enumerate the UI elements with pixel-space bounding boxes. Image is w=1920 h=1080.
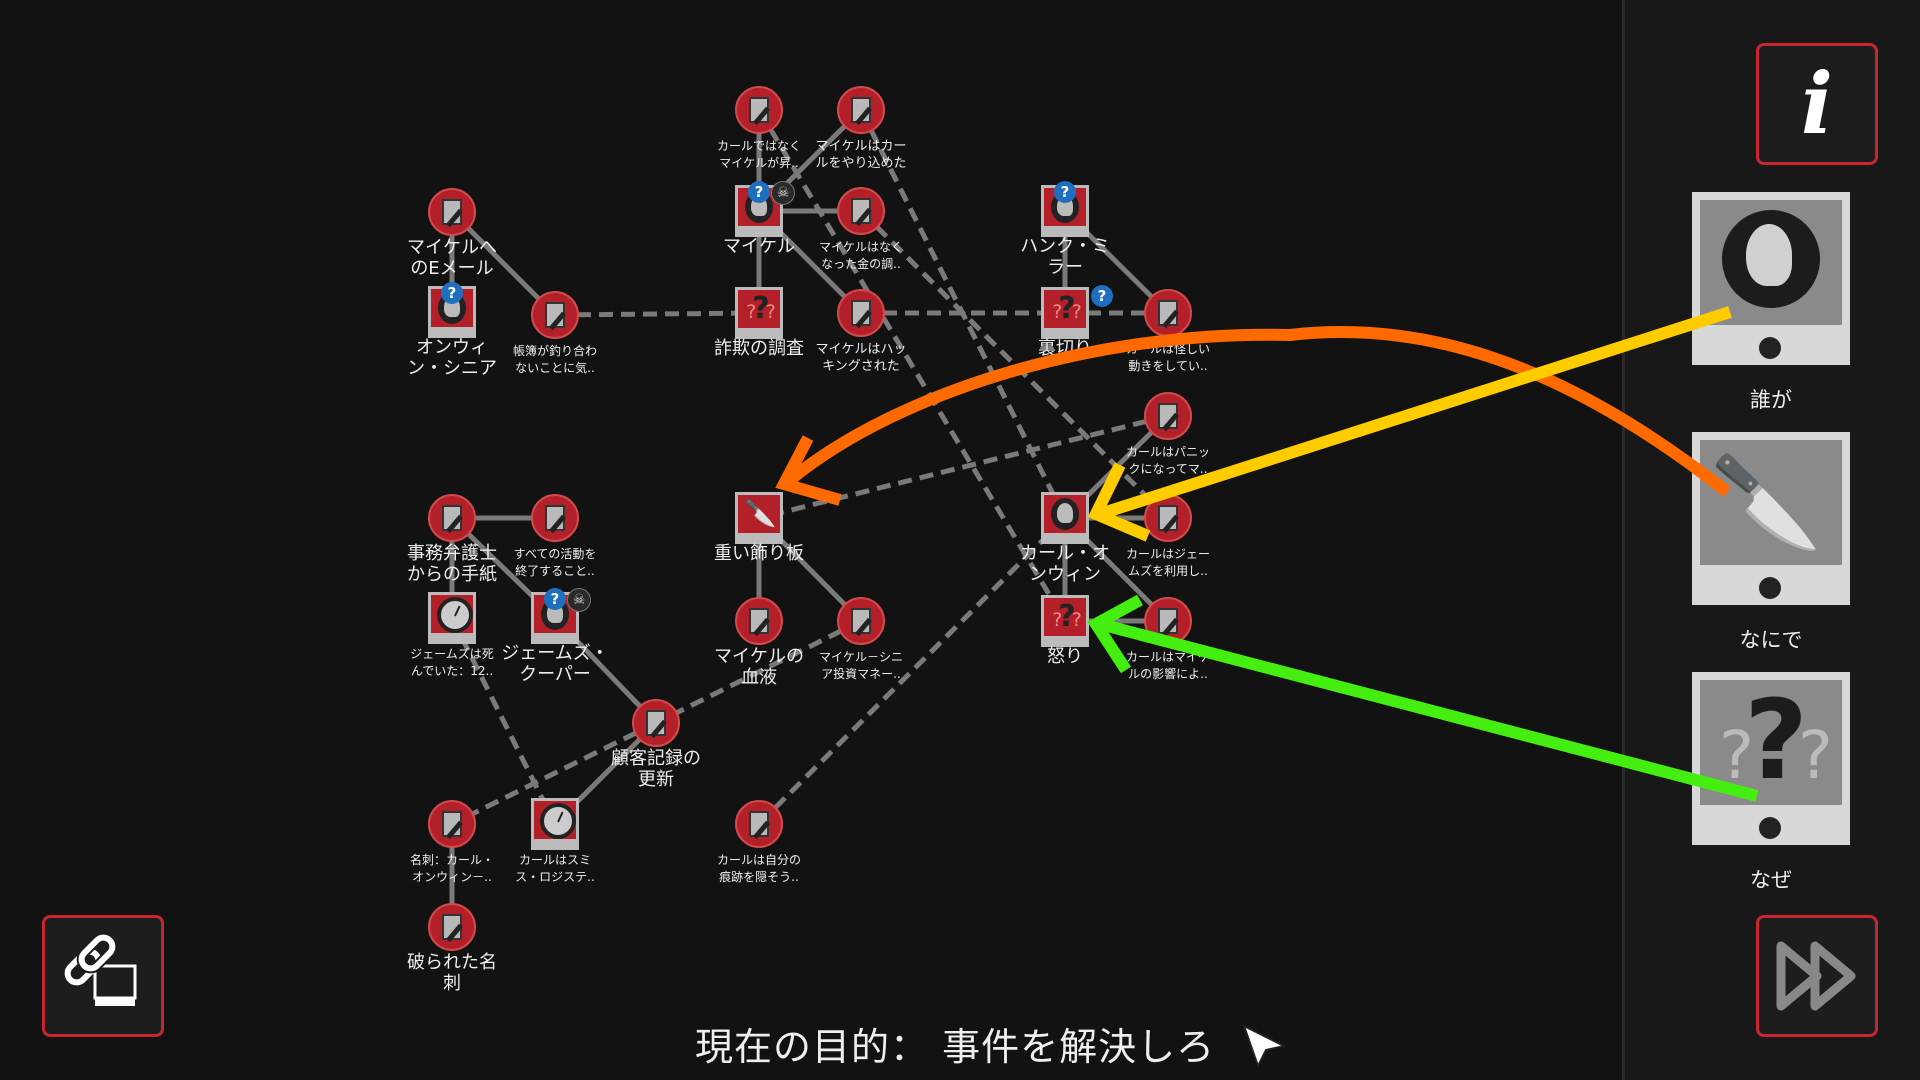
note-icon (837, 187, 885, 235)
node-label: ジェームズは死 んでいた：12.. (410, 647, 494, 678)
unknown-badge-icon: ? (1054, 181, 1076, 203)
node-label: マイケル－シニ ア投資マネー.. (818, 650, 904, 681)
skull-icon: ☠ (567, 588, 591, 612)
note-icon (428, 494, 476, 542)
node-label: 裏切り (1038, 338, 1092, 359)
question-marks-icon: ??? (1719, 680, 1833, 804)
clock-icon (428, 592, 476, 644)
note-icon (1144, 289, 1192, 337)
slot-why[interactable]: ??? (1692, 672, 1850, 845)
node-label: カールは怪しい 動きをしてい.. (1125, 342, 1211, 373)
note-icon (1144, 494, 1192, 542)
info-button[interactable]: i (1756, 43, 1878, 165)
slot-what[interactable]: 🔪 (1692, 432, 1850, 605)
info-icon: i (1801, 54, 1833, 153)
slot-who-label: 誰が (1750, 388, 1792, 412)
weapon-icon: 🔪 (735, 492, 783, 544)
note-icon (837, 86, 885, 134)
node-label: マイケルはハッ キングされた (815, 342, 907, 374)
mystery-icon: ??? (735, 287, 783, 339)
unknown-badge-icon: ? (441, 282, 463, 304)
note-icon (632, 699, 680, 747)
node-label: 重い飾り板 (714, 543, 804, 564)
note-icon (735, 800, 783, 848)
node-label: 名刺：カール・ オンウィン－.. (409, 853, 495, 884)
head-icon (1722, 210, 1820, 308)
node-label: 破られた名 刺 (407, 952, 497, 994)
skull-icon: ☠ (771, 181, 795, 205)
node-label: ジェームズ・ クーパー (501, 643, 609, 685)
clock-icon (531, 798, 579, 850)
note-icon (1144, 392, 1192, 440)
node-label: ハンク・ミ ラー (1020, 236, 1110, 278)
node-label: 怒り (1047, 646, 1083, 667)
cursor-icon (1242, 1024, 1287, 1069)
mystery-icon: ??? (1041, 287, 1089, 339)
note-icon (531, 291, 579, 339)
node-label: カールはスミ ス・ロジステ.. (515, 853, 595, 884)
unknown-badge-icon: ? (544, 588, 566, 610)
note-icon (531, 494, 579, 542)
note-icon (735, 86, 783, 134)
note-icon (735, 597, 783, 645)
connection-lines (449, 108, 1170, 927)
node-label: すべての活動を 終了すること.. (513, 547, 597, 578)
node-label: オンウィ ン・シニア (407, 337, 497, 379)
node-label: マイケル (723, 236, 795, 257)
slot-who[interactable] (1692, 192, 1850, 365)
note-icon (837, 597, 885, 645)
mystery-icon: ??? (1041, 595, 1089, 647)
node-label: 顧客記録の 更新 (611, 748, 701, 790)
link-mode-button[interactable] (42, 915, 164, 1037)
node-label: 詐欺の調査 (714, 338, 804, 359)
deduction-board: マイケルへ のEメール ? オンウィ ン・シニア 帳簿が釣り合わ ないことに気.… (0, 0, 1620, 1080)
note-icon (1144, 597, 1192, 645)
fast-forward-icon (1776, 941, 1856, 1011)
note-icon (837, 289, 885, 337)
deduction-panel: i 誰が 🔪 なにで ??? なぜ (1622, 0, 1920, 1080)
slot-why-label: なぜ (1750, 868, 1792, 892)
note-icon (428, 800, 476, 848)
node-label: カールは自分の 痕跡を隠そう.. (716, 853, 802, 884)
note-icon (428, 188, 476, 236)
node-label: カールはパニッ クになってマ.. (1125, 445, 1211, 476)
unknown-badge-icon: ? (1091, 285, 1113, 307)
slot-what-label: なにで (1739, 628, 1803, 652)
node-label: 事務弁護士 からの手紙 (407, 543, 497, 585)
node-label: カールはジェー ムズを利用し.. (1125, 547, 1211, 578)
node-label: マイケルはカー ルをやり込めた (815, 139, 907, 171)
node-label: マイケルへ のEメール (407, 237, 497, 279)
node-label: カールはマイケ ルの影響によ.. (1125, 650, 1211, 681)
fast-forward-button[interactable] (1756, 915, 1878, 1037)
link-icon (64, 932, 137, 1006)
current-objective: 現在の目的： 事件を解決しろ (695, 1025, 1216, 1069)
node-label: マイケルはなく なった金の調.. (818, 240, 904, 271)
portrait-icon (1041, 492, 1089, 544)
node-label: カール・オ ンウィン (1020, 543, 1110, 585)
weapon-icon: 🔪 (1710, 450, 1823, 555)
node-label: カールではなく マイケルが昇.. (716, 139, 802, 170)
node-label: 帳簿が釣り合わ ないことに気.. (512, 344, 598, 375)
note-icon (428, 903, 476, 951)
unknown-badge-icon: ? (748, 181, 770, 203)
node-label: マイケルの 血液 (714, 646, 804, 688)
